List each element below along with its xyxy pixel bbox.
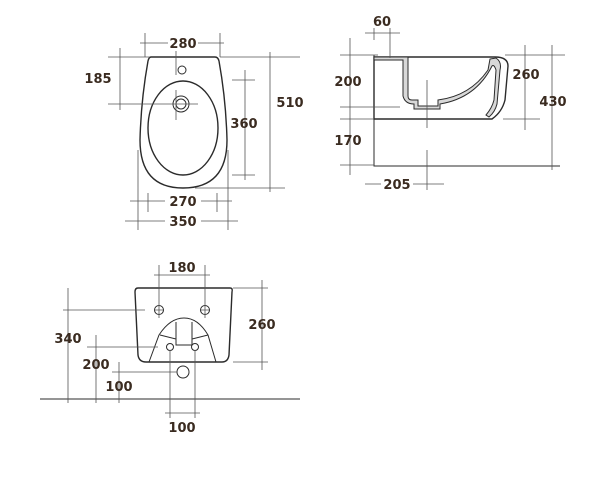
dim-185: 185	[84, 72, 111, 87]
dim-510: 510	[276, 96, 303, 111]
dim-170: 170	[334, 134, 361, 149]
bowl-section	[373, 56, 501, 118]
dim-260-front: 260	[248, 318, 275, 333]
dim-430: 430	[539, 95, 566, 110]
dim-340: 340	[54, 332, 81, 347]
bidet-front-outline	[134, 287, 233, 363]
dim-270: 270	[169, 195, 196, 210]
dim-360: 360	[230, 117, 257, 132]
front-view: 180 340 200 100 260 100	[40, 261, 300, 436]
bidet-side-outline	[373, 56, 509, 120]
dim-100-drain: 100	[105, 380, 132, 395]
dim-180: 180	[168, 261, 195, 276]
tap-hole	[177, 65, 187, 75]
dim-260-side: 260	[512, 68, 539, 83]
side-view: 60 200 170 260 430 205	[334, 15, 566, 193]
bowl-arch	[148, 317, 217, 363]
dim-200-side: 200	[334, 75, 361, 90]
dim-350: 350	[169, 215, 196, 230]
dim-200-front: 200	[82, 358, 109, 373]
top-view: 280 185 510 360 270 350	[84, 33, 304, 230]
dim-100-supply: 100	[168, 421, 195, 436]
dim-205: 205	[383, 178, 410, 193]
dim-60: 60	[373, 15, 391, 30]
dim-280: 280	[169, 37, 196, 52]
bowl-outline	[147, 80, 219, 176]
drain-hole	[176, 365, 190, 379]
